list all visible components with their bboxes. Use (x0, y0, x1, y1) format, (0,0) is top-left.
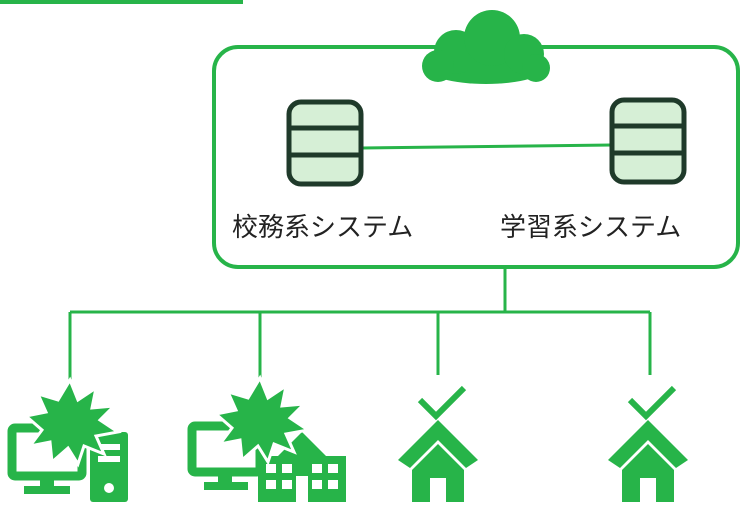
database-icon-left (286, 99, 364, 187)
db-link-line (361, 143, 613, 150)
computer-alert-icon (7, 376, 128, 502)
cloud-icon (422, 10, 550, 84)
system-label-left: 校務系システム (232, 213, 414, 243)
database-icon-right (609, 97, 687, 185)
home-check-icon-2 (608, 385, 688, 502)
computer-school-alert-icon (187, 374, 346, 502)
home-check-icon (398, 385, 478, 502)
network-lines (68, 267, 652, 385)
system-label-right: 学習系システム (500, 213, 682, 243)
